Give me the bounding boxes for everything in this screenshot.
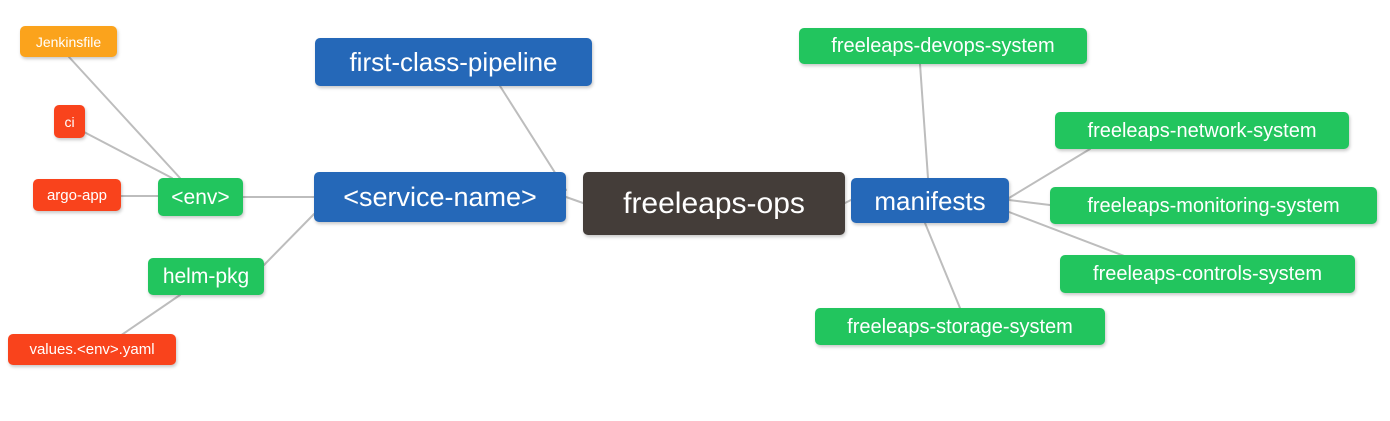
node-freeleaps-controls-system[interactable]: freeleaps-controls-system: [1060, 255, 1355, 293]
node-manifests[interactable]: manifests: [851, 178, 1009, 223]
edge-helm-pkg-to-values-env-yaml: [119, 294, 181, 337]
node-ci[interactable]: ci: [54, 105, 85, 138]
node-label: ci: [64, 113, 75, 130]
node-env[interactable]: <env>: [158, 178, 243, 216]
node-label: Jenkinsfile: [35, 33, 102, 50]
node-label: values.<env>.yaml: [29, 341, 155, 358]
edge-service-name-to-helm-pkg: [263, 213, 315, 266]
node-label: helm-pkg: [162, 265, 250, 288]
node-label: manifests: [874, 185, 986, 216]
node-label: freeleaps-storage-system: [847, 315, 1073, 338]
node-label: <env>: [171, 185, 230, 209]
node-freeleaps-ops[interactable]: freeleaps-ops: [583, 172, 845, 235]
node-helm-pkg[interactable]: helm-pkg: [148, 258, 264, 295]
node-label: freeleaps-controls-system: [1093, 263, 1322, 285]
edge-manifests-to-freeleaps-storage-system: [924, 222, 961, 309]
node-label: first-class-pipeline: [349, 47, 558, 77]
edge-manifests-to-freeleaps-monitoring-system: [1008, 199, 1051, 206]
node-label: freeleaps-devops-system: [831, 35, 1055, 57]
node-label: argo-app: [46, 186, 108, 204]
node-label: freeleaps-ops: [623, 186, 805, 220]
node-label: freeleaps-network-system: [1087, 119, 1317, 142]
node-service-name[interactable]: <service-name>: [314, 172, 566, 222]
node-jenkinsfile[interactable]: Jenkinsfile: [20, 26, 117, 57]
edge-manifests-to-freeleaps-devops-system: [919, 63, 929, 179]
node-label: freeleaps-monitoring-system: [1087, 194, 1340, 217]
node-argo-app[interactable]: argo-app: [33, 179, 121, 211]
node-label: <service-name>: [343, 181, 537, 212]
node-freeleaps-devops-system[interactable]: freeleaps-devops-system: [799, 28, 1087, 64]
edge-env-to-ci: [83, 131, 173, 179]
node-freeleaps-network-system[interactable]: freeleaps-network-system: [1055, 112, 1349, 149]
node-freeleaps-monitoring-system[interactable]: freeleaps-monitoring-system: [1050, 187, 1377, 224]
edge-freeleaps-ops-to-service-name: [565, 196, 584, 204]
edge-env-to-jenkinsfile: [68, 56, 181, 179]
node-freeleaps-storage-system[interactable]: freeleaps-storage-system: [815, 308, 1105, 345]
node-values-env-yaml[interactable]: values.<env>.yaml: [8, 334, 176, 365]
node-first-class-pipeline[interactable]: first-class-pipeline: [315, 38, 592, 86]
